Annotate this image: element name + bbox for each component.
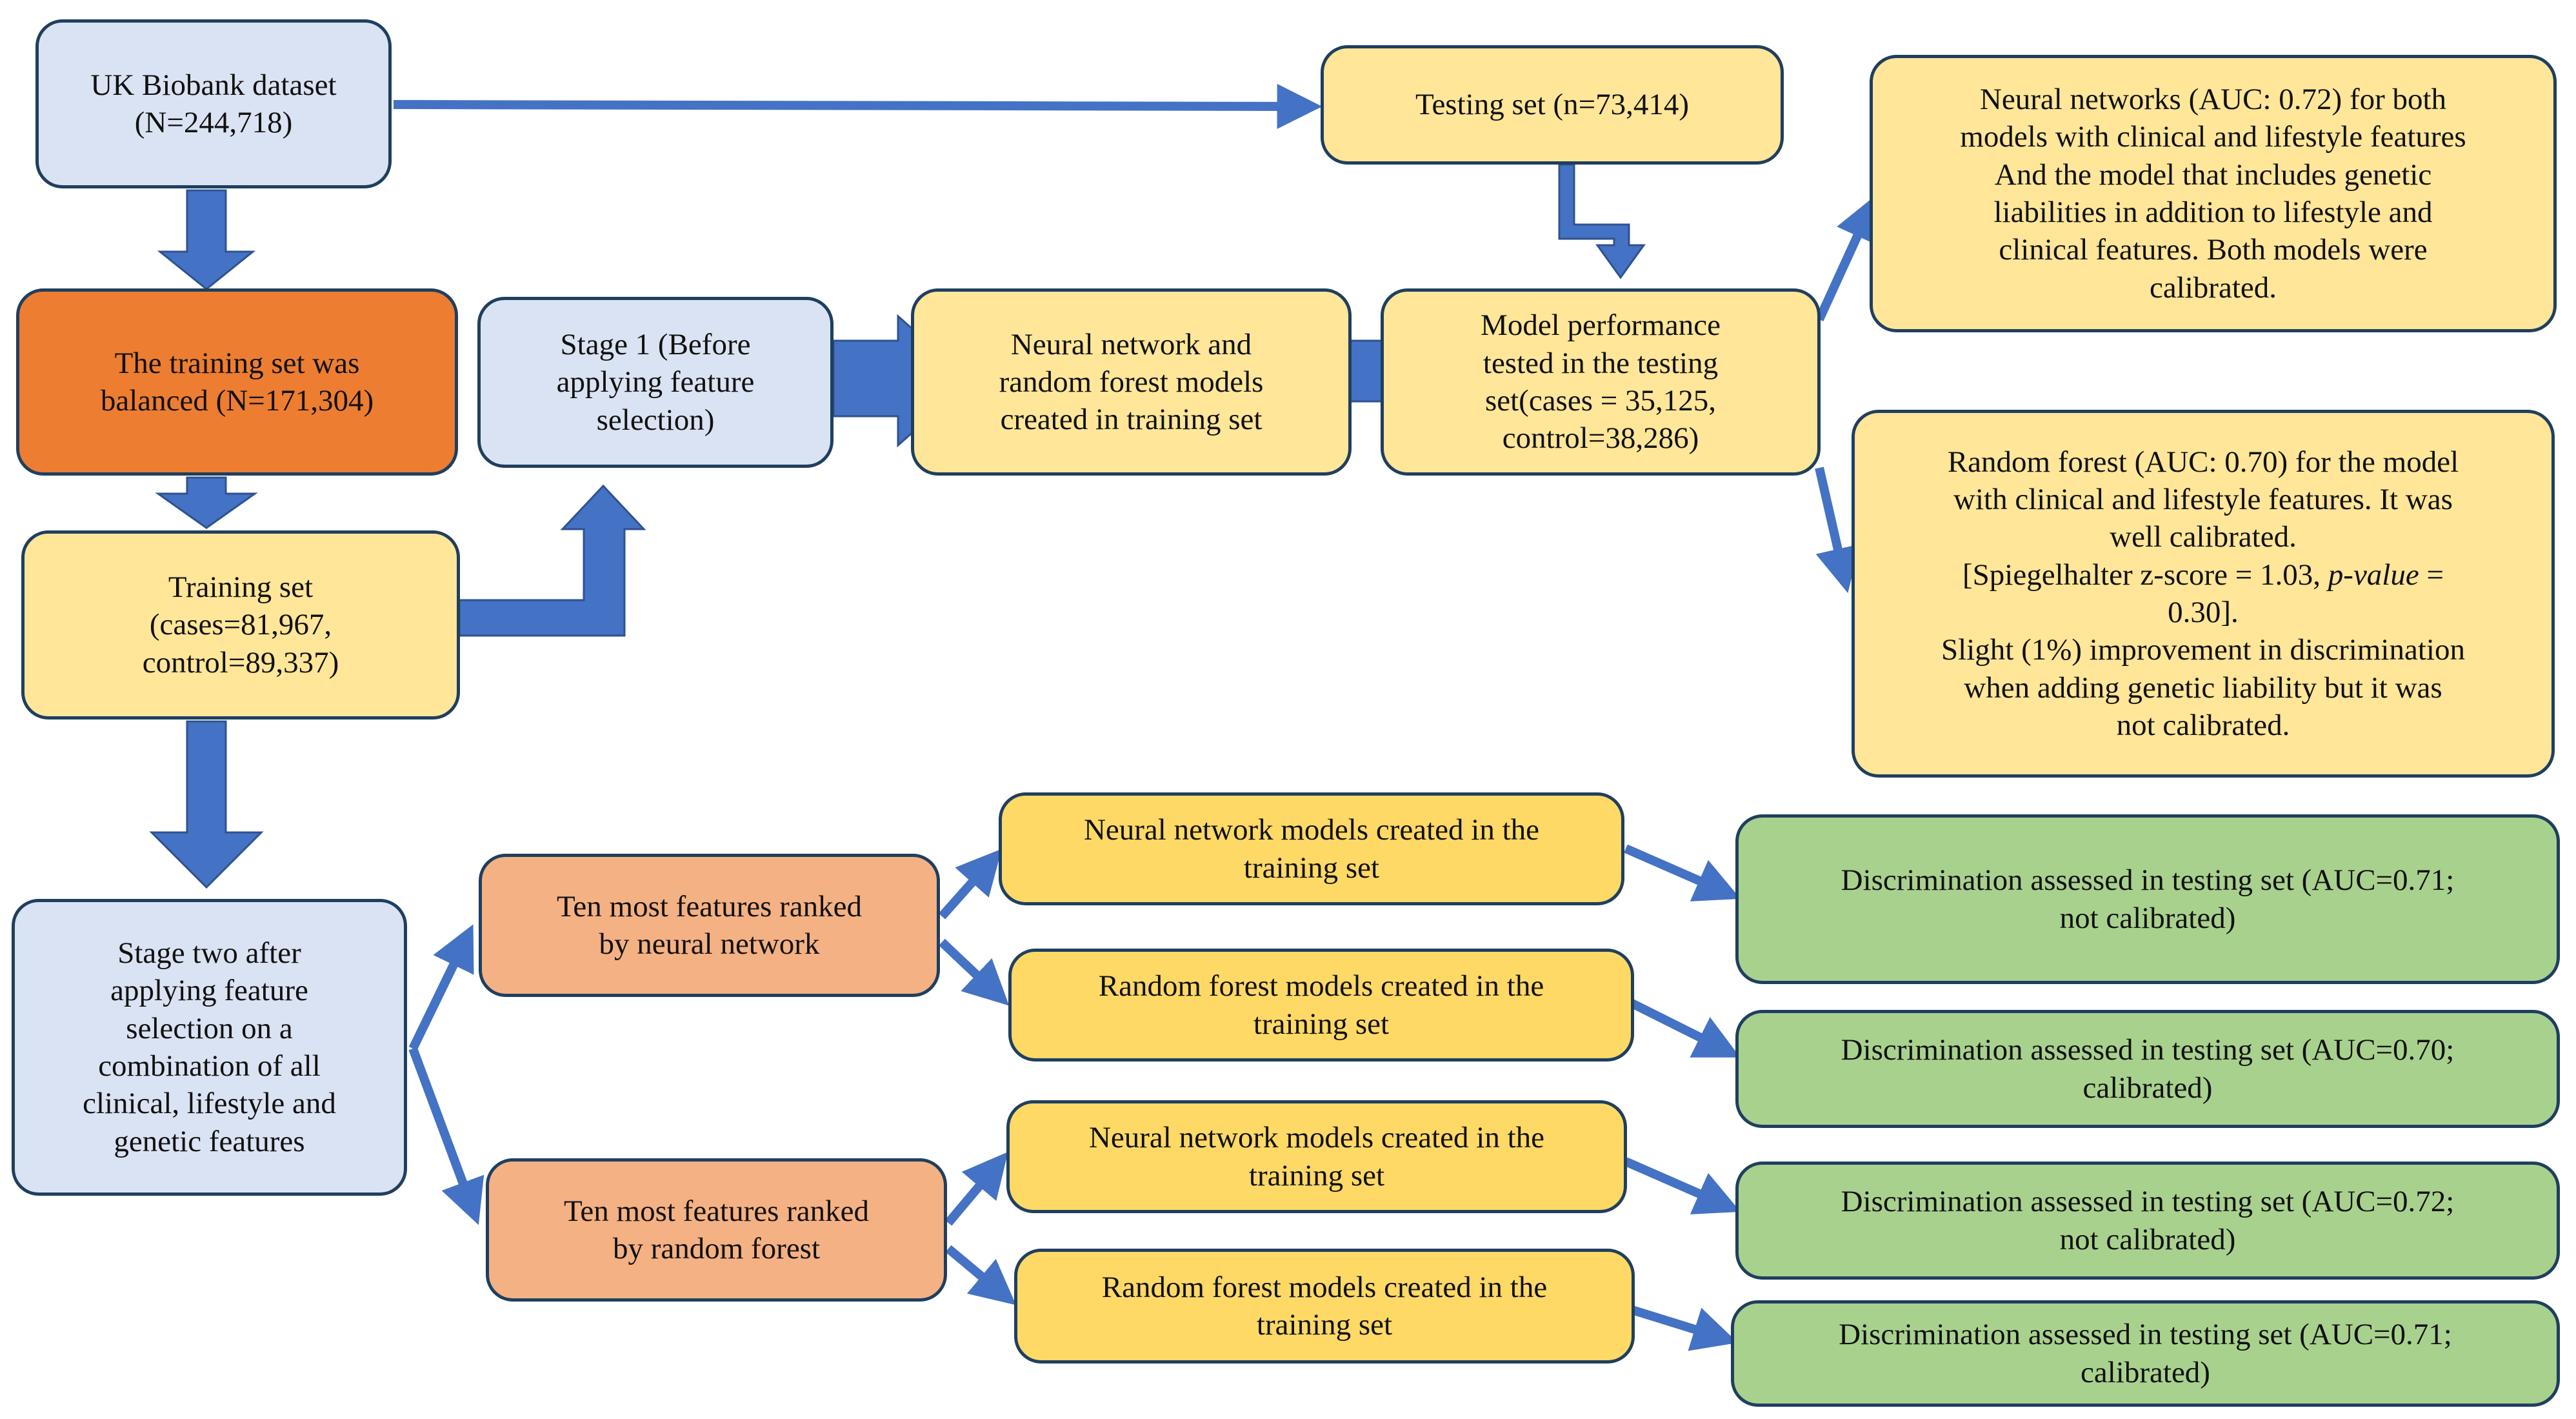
stage1-text: Stage 1 (Before applying feature selecti… xyxy=(556,328,755,437)
rf-models-text-1: Random forest models created in the trai… xyxy=(1098,969,1544,1041)
arrow-nn-models-2-to-disc-3 xyxy=(1624,1157,1741,1214)
random-forest-result-part1: Random forest (AUC: 0.70) for the model … xyxy=(1947,445,2459,592)
rf-models-box-2: Random forest models created in the trai… xyxy=(1014,1249,1635,1364)
block-arrow-balanced-to-training xyxy=(155,476,258,529)
discrimination-box-4: Discrimination assessed in testing set (… xyxy=(1731,1300,2560,1407)
nn-models-text-1: Neural network models created in the tra… xyxy=(1083,813,1540,885)
nn-rf-models-box: Neural network and random forest models … xyxy=(911,288,1352,476)
random-forest-result-box: Random forest (AUC: 0.70) for the model … xyxy=(1852,410,2555,778)
nn-models-box-1: Neural network models created in the tra… xyxy=(999,792,1624,905)
p-value-label: p-value xyxy=(2328,558,2419,592)
balanced-training-set-box: The training set was balanced (N=171,304… xyxy=(16,288,458,476)
stage2-text: Stage two after applying feature selecti… xyxy=(83,936,336,1158)
block-arrow-training-to-stage1 xyxy=(458,484,646,637)
stage2-box: Stage two after applying feature selecti… xyxy=(12,899,407,1196)
random-forest-result-part2: = 0.30]. Slight (1%) improvement in disc… xyxy=(1941,558,2465,742)
arrow-stage2-to-ranked-nn xyxy=(408,924,474,1051)
discrimination-box-2: Discrimination assessed in testing set (… xyxy=(1735,1010,2560,1128)
discrimination-box-1: Discrimination assessed in testing set (… xyxy=(1735,814,2560,984)
uk-biobank-dataset-text: UK Biobank dataset (N=244,718) xyxy=(90,68,337,139)
discrimination-box-3: Discrimination assessed in testing set (… xyxy=(1735,1162,2560,1280)
discrimination-text-3: Discrimination assessed in testing set (… xyxy=(1841,1185,2455,1256)
arrow-rf-models-2-to-disc-4 xyxy=(1630,1305,1738,1351)
ranked-by-nn-box: Ten most features ranked by neural netwo… xyxy=(479,854,940,997)
testing-set-box: Testing set (n=73,414) xyxy=(1321,45,1784,165)
arrow-stage2-to-ranked-rf xyxy=(408,1047,484,1225)
stage1-box: Stage 1 (Before applying feature selecti… xyxy=(477,297,834,468)
arrow-nn-models-1-to-disc-1 xyxy=(1624,844,1741,901)
arrow-perf-to-rf-result xyxy=(1815,467,1860,594)
arrow-ranked-rf-to-rf-models-2 xyxy=(945,1245,1017,1305)
ranked-by-nn-text: Ten most features ranked by neural netwo… xyxy=(556,889,863,961)
block-arrow-testing-to-perf xyxy=(1558,163,1646,279)
random-forest-result-text: Random forest (AUC: 0.70) for the model … xyxy=(1941,443,2465,744)
nn-models-box-2: Neural network models created in the tra… xyxy=(1006,1100,1627,1213)
uk-biobank-dataset-box: UK Biobank dataset (N=244,718) xyxy=(35,19,392,188)
nn-models-text-2: Neural network models created in the tra… xyxy=(1088,1121,1545,1193)
training-set-text: Training set (cases=81,967, control=89,3… xyxy=(142,570,339,679)
arrow-ranked-nn-to-nn-models-1 xyxy=(938,849,1003,920)
arrow-ranked-nn-to-rf-models-1 xyxy=(939,938,1010,1006)
arrow-dataset-to-testing xyxy=(393,83,1323,129)
model-performance-text: Model performance tested in the testing … xyxy=(1481,308,1721,456)
block-arrow-training-to-stage2 xyxy=(149,720,264,889)
model-performance-box: Model performance tested in the testing … xyxy=(1381,288,1821,476)
balanced-training-set-text: The training set was balanced (N=171,304… xyxy=(100,346,374,418)
neural-network-result-text: Neural networks (AUC: 0.72) for both mod… xyxy=(1960,83,2466,305)
arrow-perf-to-nn-result xyxy=(1815,195,1878,321)
testing-set-text: Testing set (n=73,414) xyxy=(1415,88,1689,122)
training-set-box: Training set (cases=81,967, control=89,3… xyxy=(21,530,460,720)
discrimination-text-1: Discrimination assessed in testing set (… xyxy=(1841,863,2455,935)
rf-models-box-1: Random forest models created in the trai… xyxy=(1008,949,1634,1062)
arrow-ranked-rf-to-nn-models-2 xyxy=(944,1152,1008,1226)
ranked-by-rf-box: Ten most features ranked by random fores… xyxy=(486,1158,947,1302)
block-arrow-dataset-to-balanced xyxy=(157,189,256,290)
nn-rf-models-text: Neural network and random forest models … xyxy=(999,327,1264,437)
arrow-rf-models-1-to-disc-2 xyxy=(1630,999,1741,1058)
discrimination-text-2: Discrimination assessed in testing set (… xyxy=(1841,1033,2455,1105)
rf-models-text-2: Random forest models created in the trai… xyxy=(1101,1270,1548,1342)
ranked-by-rf-text: Ten most features ranked by random fores… xyxy=(563,1194,870,1265)
neural-network-result-box: Neural networks (AUC: 0.72) for both mod… xyxy=(1870,55,2557,332)
discrimination-text-4: Discrimination assessed in testing set (… xyxy=(1839,1318,2452,1389)
